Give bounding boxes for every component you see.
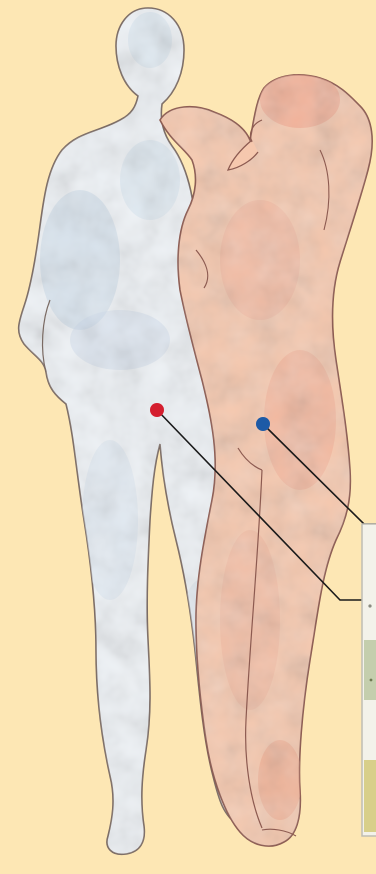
product-box-leaf-graphic — [364, 640, 376, 700]
product-box-print-mark — [368, 604, 371, 607]
red-marker — [150, 403, 164, 417]
product-box — [362, 524, 376, 836]
blue-marker — [256, 417, 270, 431]
product-box-bottom-band — [364, 760, 376, 832]
product-box-print-mark — [370, 679, 373, 682]
